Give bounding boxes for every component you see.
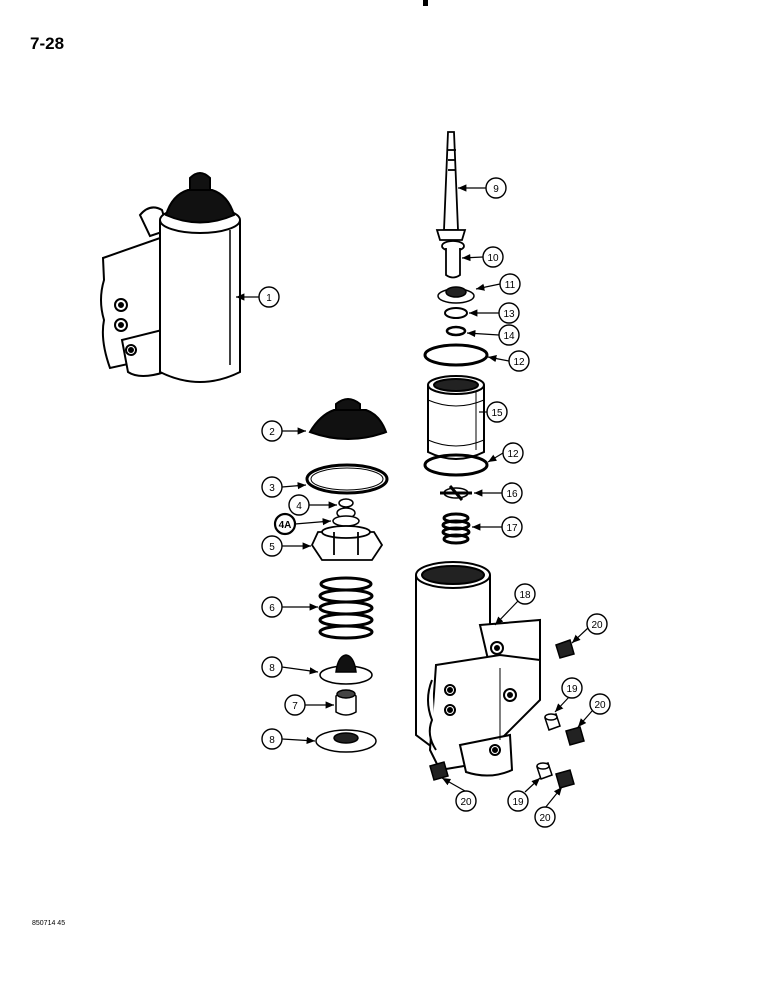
part-20-plug-b — [565, 726, 585, 746]
svg-text:20: 20 — [594, 700, 606, 711]
callout-20-c: 20 — [455, 790, 477, 812]
callout-19-b: 19 — [507, 790, 529, 812]
svg-text:6: 6 — [269, 603, 275, 614]
callout-18: 18 — [514, 583, 536, 605]
part-20-plug-a — [555, 639, 575, 659]
callout-8-lower: 8 — [261, 728, 283, 750]
part-8-seat-lower — [315, 729, 377, 753]
callout-11: 11 — [499, 273, 521, 295]
callout-4: 4 — [288, 494, 310, 516]
svg-text:20: 20 — [591, 620, 603, 631]
part-18-housing — [415, 561, 541, 777]
callout-8-upper: 8 — [261, 656, 283, 678]
callout-9: 9 — [485, 177, 507, 199]
callout-7: 7 — [284, 694, 306, 716]
part-12-o-ring-upper — [423, 343, 489, 367]
part-9-stem — [435, 131, 467, 241]
callout-2: 2 — [261, 420, 283, 442]
callout-10: 10 — [482, 246, 504, 268]
part-14-o-ring — [445, 325, 467, 337]
svg-text:12: 12 — [513, 357, 525, 368]
svg-text:1: 1 — [266, 293, 272, 304]
callout-12-lower: 12 — [502, 442, 524, 464]
callout-15: 15 — [486, 401, 508, 423]
svg-text:16: 16 — [506, 489, 518, 500]
svg-text:10: 10 — [487, 253, 499, 264]
callout-19-a: 19 — [561, 677, 583, 699]
document-code: 850714 45 — [32, 920, 66, 927]
svg-text:17: 17 — [506, 523, 518, 534]
part-17-spring — [441, 512, 471, 545]
svg-text:11: 11 — [505, 280, 516, 291]
part-7-poppet — [335, 689, 357, 716]
callout-12-upper: 12 — [508, 350, 530, 372]
leader-lines — [236, 184, 593, 809]
svg-text:20: 20 — [539, 813, 551, 824]
svg-text:2: 2 — [269, 427, 275, 438]
part-3-snap-ring — [305, 463, 389, 495]
svg-text:14: 14 — [503, 331, 515, 342]
part-11-seal — [437, 286, 475, 304]
page-number: 7-28 — [30, 34, 65, 53]
part-2-cap — [308, 398, 388, 440]
part-20-plug-d — [555, 769, 575, 789]
part-13-washer — [444, 307, 468, 319]
callout-17: 17 — [501, 516, 523, 538]
callout-6: 6 — [261, 596, 283, 618]
part-15-sleeve — [427, 375, 485, 460]
svg-text:4: 4 — [296, 501, 302, 512]
svg-text:8: 8 — [269, 663, 275, 674]
part-12-o-ring-lower — [423, 453, 489, 477]
svg-text:19: 19 — [566, 684, 578, 695]
svg-text:12: 12 — [507, 449, 519, 460]
svg-text:4A: 4A — [279, 520, 292, 531]
part-19-cap-b — [536, 762, 553, 780]
callout-13: 13 — [498, 302, 520, 324]
callout-20-b: 20 — [589, 693, 611, 715]
callout-20-a: 20 — [586, 613, 608, 635]
svg-text:5: 5 — [269, 542, 275, 553]
svg-text:7: 7 — [292, 701, 298, 712]
part-10-plunger — [441, 240, 465, 279]
part-8-seat-upper — [319, 654, 373, 685]
callout-4a: 4A — [273, 512, 297, 536]
svg-text:18: 18 — [519, 590, 531, 601]
svg-text:15: 15 — [491, 408, 503, 419]
callout-14: 14 — [498, 324, 520, 346]
part-4-retainer — [332, 498, 360, 527]
part-19-cap-a — [544, 713, 561, 731]
callout-20-d: 20 — [534, 806, 556, 828]
callout-3: 3 — [261, 476, 283, 498]
part-16-snap-clip — [440, 485, 472, 501]
svg-text:13: 13 — [503, 309, 515, 320]
svg-text:8: 8 — [269, 735, 275, 746]
part-5-plug — [310, 525, 384, 561]
part-6-spring — [318, 576, 374, 640]
svg-text:19: 19 — [512, 797, 524, 808]
part-20-plug-c — [429, 761, 449, 781]
svg-text:3: 3 — [269, 483, 275, 494]
callout-16: 16 — [501, 482, 523, 504]
callout-1: 1 — [258, 286, 280, 308]
svg-text:9: 9 — [493, 184, 499, 195]
callout-5: 5 — [261, 535, 283, 557]
part-1-valve-assembly — [100, 172, 241, 383]
svg-text:20: 20 — [460, 797, 472, 808]
